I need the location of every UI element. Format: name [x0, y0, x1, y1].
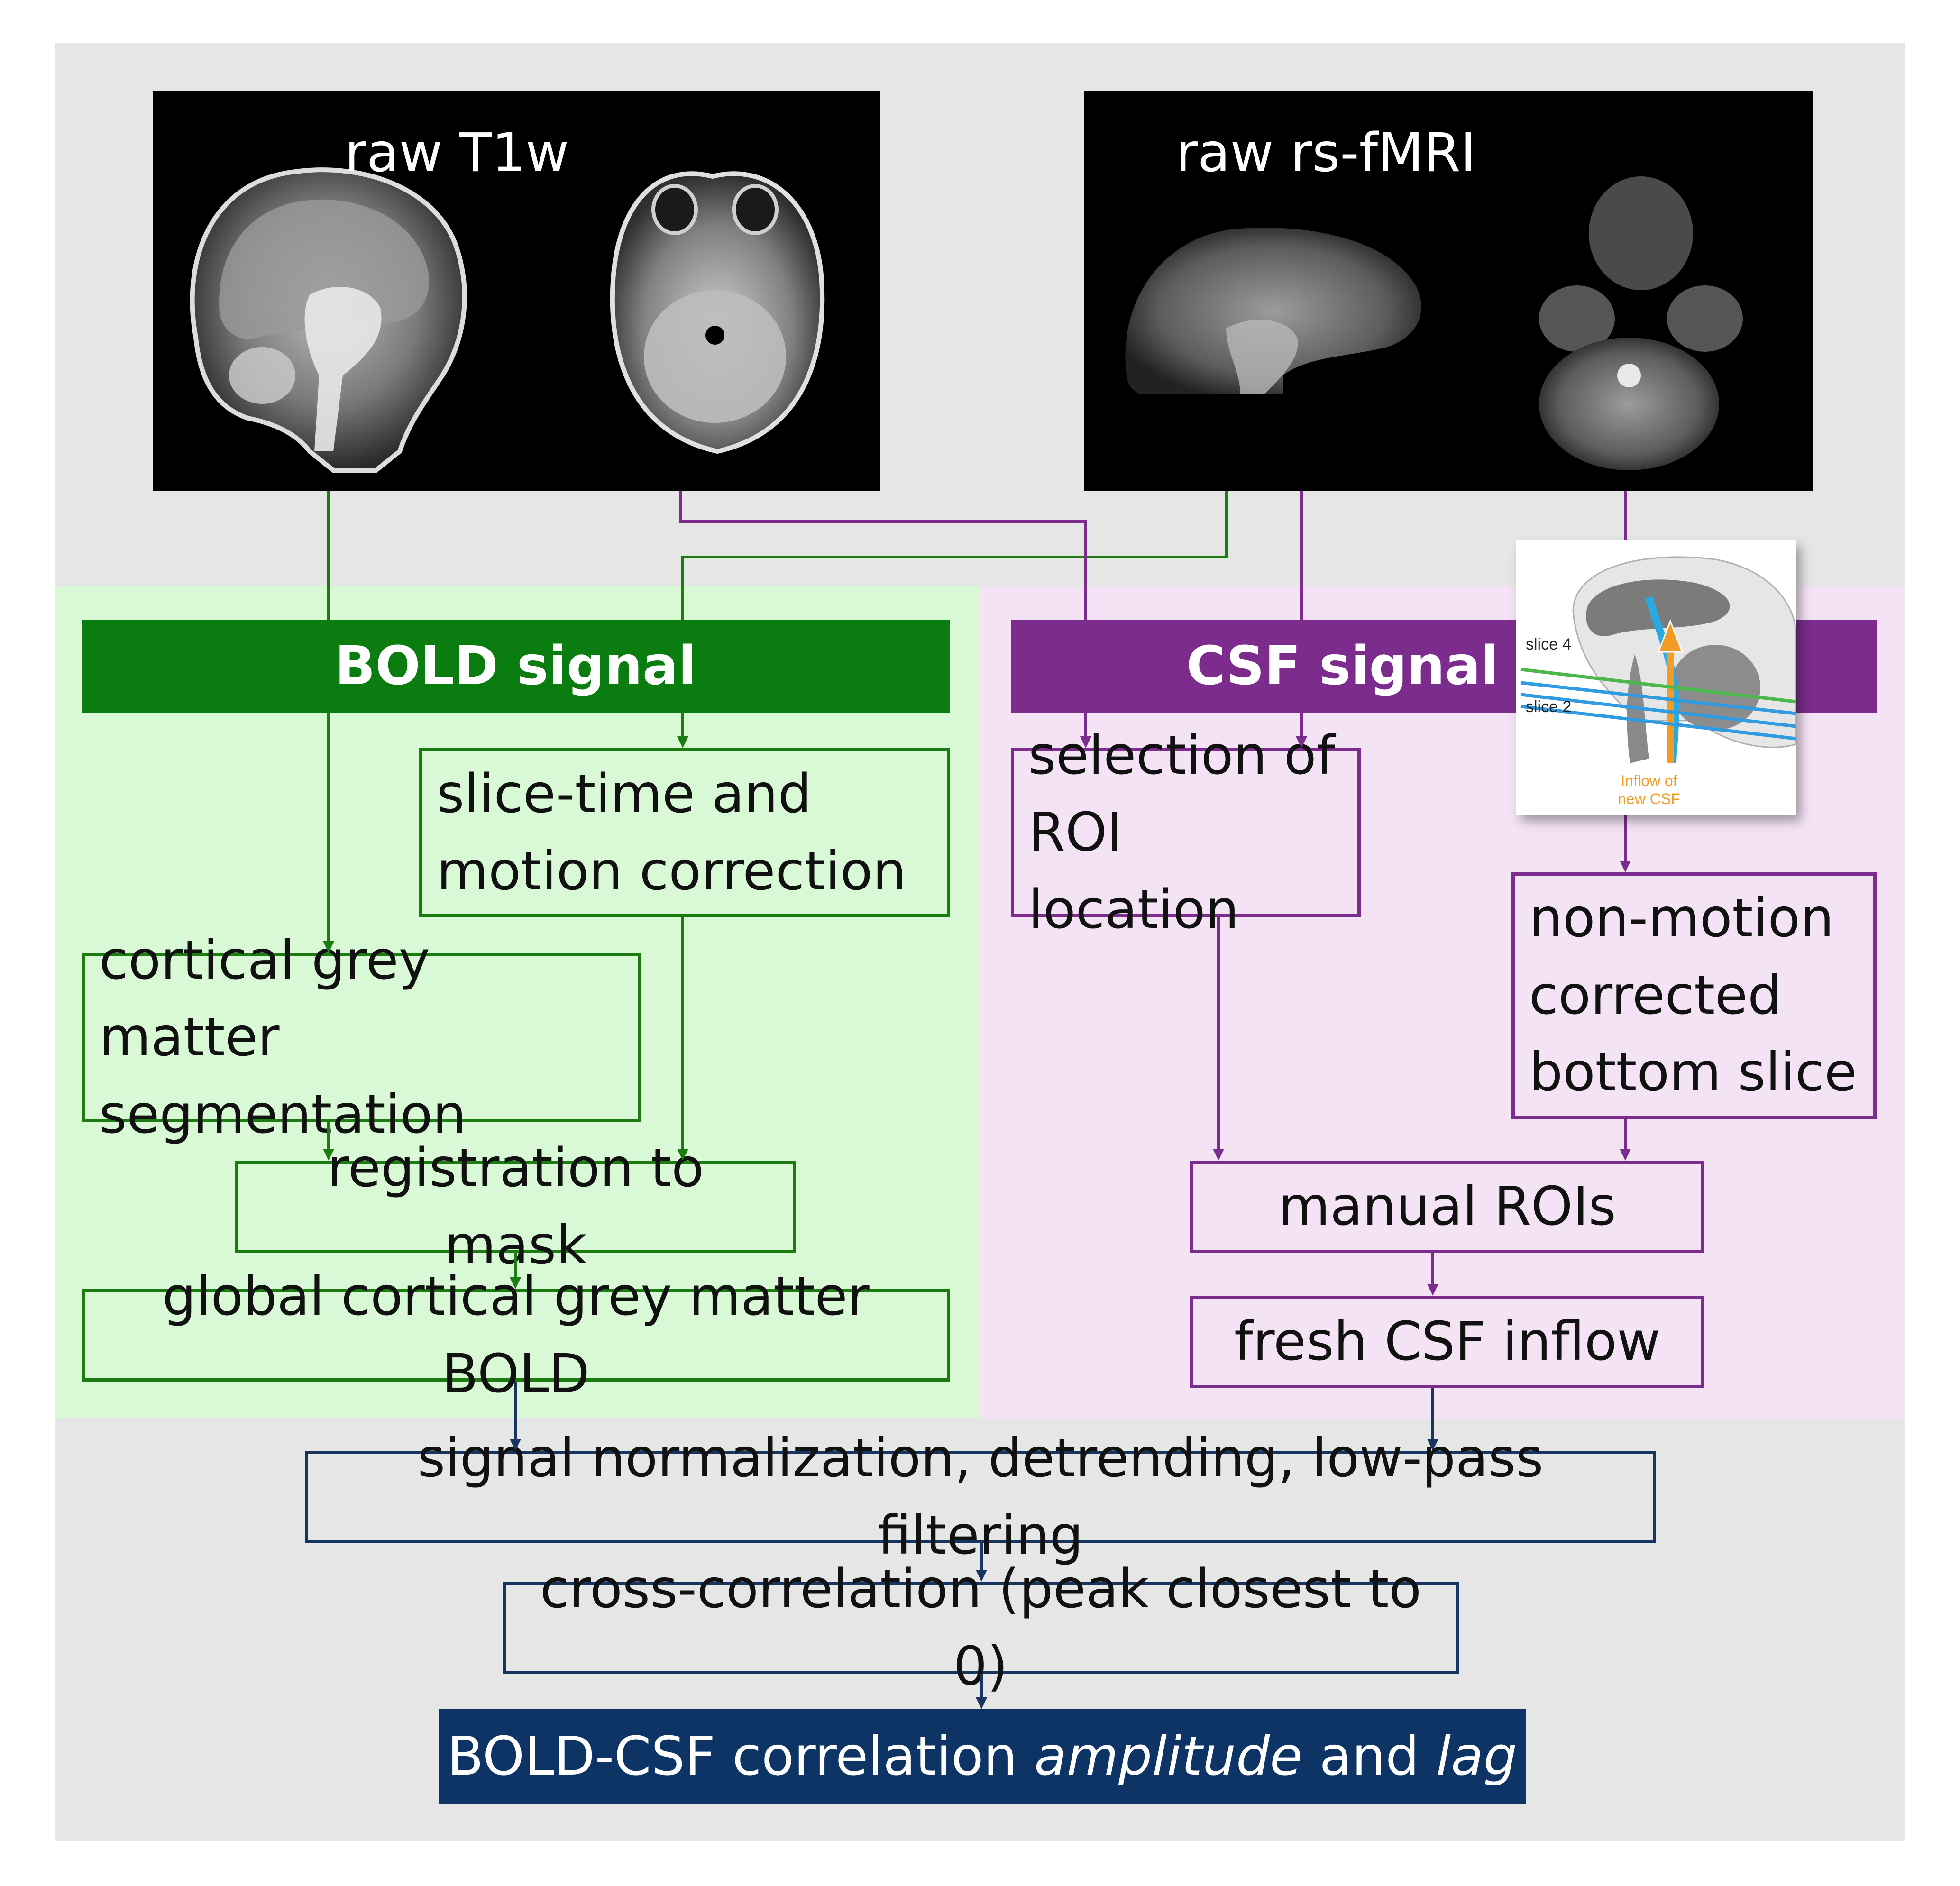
segmentation-box: cortical grey matter segmentation — [82, 930, 641, 1145]
non-motion-box: non-motion corrected bottom slice — [1511, 872, 1877, 1119]
green-connectors — [327, 491, 1228, 1277]
manual-rois-label: manual ROIs — [1278, 1176, 1616, 1238]
t1w-image-panel — [153, 91, 880, 491]
slice-time-motion-label: slice-time and motion correction — [437, 763, 907, 902]
result-amplitude: amplitude — [1034, 1725, 1303, 1787]
result-box: BOLD-CSF correlation amplitude and lag — [439, 1709, 1526, 1804]
segmentation-label: cortical grey matter segmentation — [99, 929, 467, 1145]
slice-time-motion-box: slice-time and motion correction — [419, 748, 950, 917]
inset-slice4-label: slice 4 — [1526, 635, 1572, 653]
fmri-image-panel — [1084, 91, 1813, 491]
roi-location-label: selection of ROI location — [1028, 724, 1335, 941]
manual-rois-box: manual ROIs — [1190, 1161, 1704, 1253]
fresh-inflow-box: fresh CSF inflow — [1190, 1296, 1704, 1388]
non-motion-label: non-motion corrected bottom slice — [1529, 888, 1857, 1104]
roi-location-box: selection of ROI location — [1011, 725, 1361, 941]
csf-inflow-inset: slice 4 slice 2 Inflow of new CSF — [1516, 540, 1797, 815]
cross-correlation-label: cross-correlation (peak closest to 0) — [540, 1558, 1421, 1697]
normalization-label: signal normalization, detrending, low-pa… — [417, 1428, 1544, 1566]
fresh-inflow-label: fresh CSF inflow — [1234, 1311, 1660, 1373]
result-lag: lag — [1436, 1725, 1517, 1787]
purple-arrowheads — [1080, 736, 1631, 1296]
navy-arrowheads — [510, 1439, 1438, 1709]
navy-connectors — [514, 1382, 1434, 1697]
green-arrowheads — [323, 736, 688, 1289]
fmri-brain-images — [1125, 176, 1743, 470]
inset-slice2-label: slice 2 — [1526, 698, 1572, 716]
inset-illustration — [1520, 556, 1797, 764]
normalization-box: signal normalization, detrending, low-pa… — [305, 1428, 1656, 1566]
t1w-title: raw T1w — [345, 122, 569, 184]
inset-inflow-label: Inflow of new CSF — [1618, 772, 1680, 808]
result-prefix: BOLD-CSF correlation — [447, 1725, 1035, 1787]
fmri-title: raw rs-fMRI — [1176, 122, 1476, 184]
purple-connectors — [679, 491, 1627, 1284]
result-and: and — [1302, 1725, 1436, 1787]
csf-signal-header-label: CSF signal — [1186, 635, 1499, 697]
cross-correlation-box: cross-correlation (peak closest to 0) — [503, 1558, 1459, 1697]
t1w-brain-images — [190, 167, 825, 473]
bold-signal-header: BOLD signal — [82, 620, 950, 713]
